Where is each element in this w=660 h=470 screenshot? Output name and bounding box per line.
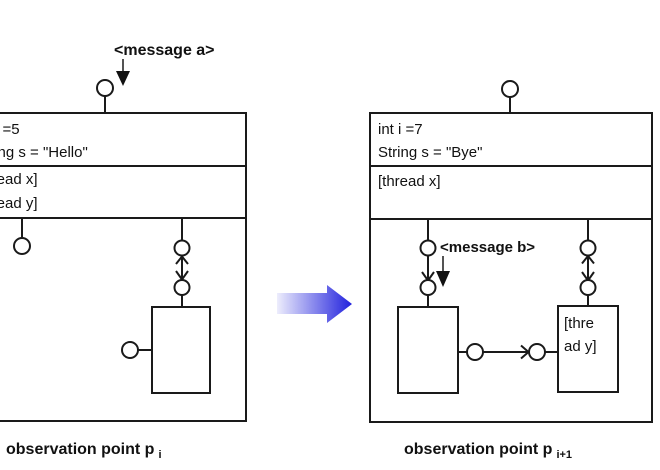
message-b-label: <message b>: [440, 239, 536, 256]
thread-y-line: [thre: [564, 315, 595, 332]
right-right-upper-circle: [579, 239, 597, 257]
right-inner-box-left: [397, 306, 459, 394]
left-guards: [thread x] [thread y]: [0, 168, 38, 216]
left-inner-box: [151, 306, 211, 394]
left-port-circle: [13, 237, 31, 255]
left-attributes: int i =5 String s = "Hello": [0, 118, 88, 164]
right-inner-box-thread-y: [557, 305, 619, 393]
left-attribute-line: String s = "Hello": [0, 144, 88, 161]
left-branch-upper-circle: [173, 239, 191, 257]
connector-left-circle: [466, 343, 484, 361]
right-guards: [thread x]: [378, 170, 441, 193]
left-caption-text: observation point p: [6, 441, 155, 458]
connector-right-circle: [528, 343, 546, 361]
left-caption-subscript: i: [158, 449, 162, 461]
left-guard-line: [thread x]: [0, 171, 38, 188]
right-attribute-line: int i =7: [378, 121, 423, 138]
left-guard-line: [thread y]: [0, 195, 38, 212]
transition-arrow-icon: [277, 285, 352, 323]
left-top-port-circle: [96, 79, 114, 97]
thread-y-box-label: [thre ad y]: [564, 312, 597, 358]
left-object-box: [0, 112, 247, 422]
message-a-label: <message a>: [114, 42, 215, 59]
left-branch-lower-circle: [173, 279, 191, 296]
right-left-upper-circle: [419, 239, 437, 257]
right-caption-subscript: i+1: [556, 449, 573, 461]
left-inner-port-circle: [121, 341, 139, 359]
right-observation-diagram: [369, 80, 653, 423]
right-caption-text: observation point p: [404, 441, 553, 458]
message-b-arrow-icon: [436, 256, 450, 287]
right-attribute-line: String s = "Bye": [378, 144, 483, 161]
right-top-port-circle: [501, 80, 519, 98]
thread-y-line: ad y]: [564, 338, 597, 355]
right-attributes: int i =7 String s = "Bye": [378, 118, 482, 164]
right-guard-line: [thread x]: [378, 173, 441, 190]
right-right-lower-circle: [579, 279, 597, 296]
left-observation-diagram: [0, 59, 247, 422]
message-a-arrow-icon: [116, 59, 130, 86]
right-left-lower-circle: [419, 279, 437, 296]
left-attribute-line: int i =5: [0, 121, 20, 138]
